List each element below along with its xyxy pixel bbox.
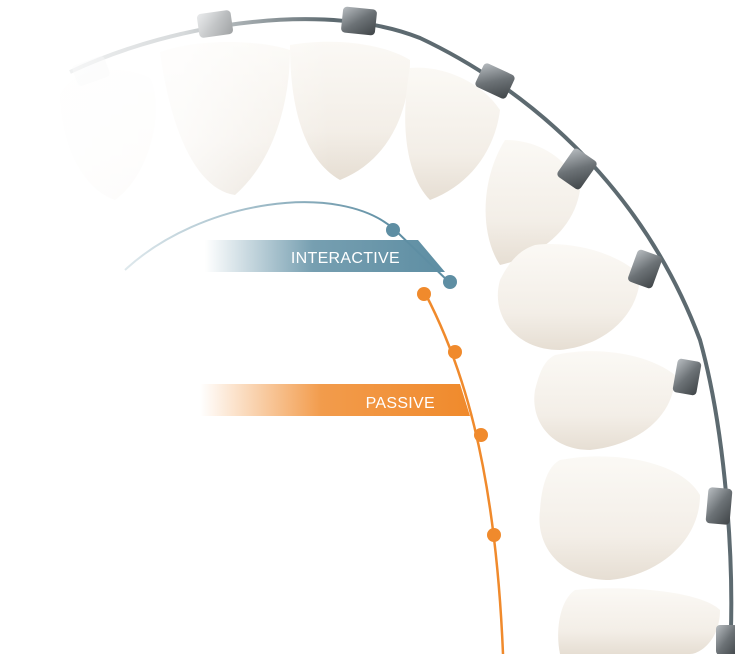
interactive-label: INTERACTIVE [291,250,400,267]
passive-dot [474,428,488,442]
passive-dot [487,528,501,542]
interactive-dot [443,275,457,289]
interactive-dot [386,223,400,237]
passive-dot [448,345,462,359]
passive-dot [417,287,431,301]
passive-label: PASSIVE [366,395,435,412]
